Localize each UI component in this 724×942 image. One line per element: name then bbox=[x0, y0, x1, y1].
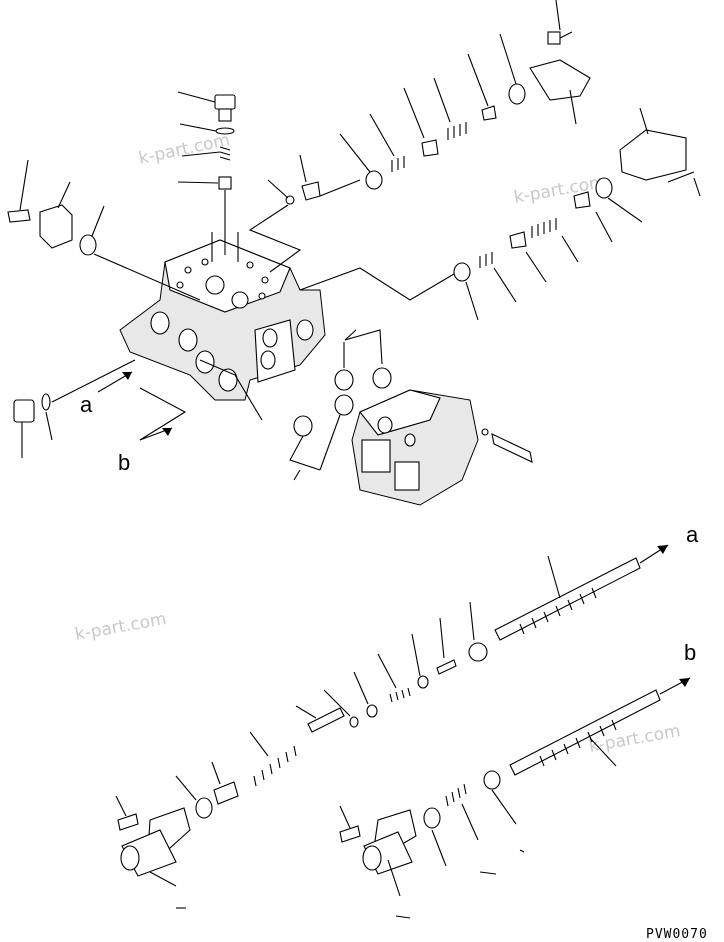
left-lower-plug bbox=[13, 359, 136, 458]
callout-arrows-upper: a b bbox=[80, 359, 263, 475]
upper-parts-row-1 bbox=[248, 0, 591, 273]
drawing-code: PVW0070 bbox=[646, 927, 708, 942]
lower-middle-end-cap bbox=[339, 770, 525, 919]
lower-left-end-cap bbox=[115, 795, 191, 909]
section-valve-block bbox=[351, 389, 533, 506]
spool-b: b bbox=[509, 640, 696, 776]
section-o-rings bbox=[289, 329, 392, 481]
watermark: k-part.com bbox=[137, 130, 232, 169]
callout-label-b: b bbox=[684, 640, 696, 665]
callout-label-b: b bbox=[118, 450, 130, 475]
spool-a: a bbox=[494, 522, 699, 641]
middle-parts-row bbox=[175, 601, 488, 819]
watermark: k-part.com bbox=[73, 609, 168, 645]
watermark: k-part.com bbox=[512, 172, 607, 208]
upper-parts-row-2 bbox=[299, 107, 701, 321]
top-relief-stack bbox=[177, 91, 239, 262]
callout-label-a: a bbox=[80, 392, 93, 417]
valve-body bbox=[119, 239, 326, 401]
callout-label-a: a bbox=[686, 522, 699, 547]
left-end-cover bbox=[7, 159, 201, 301]
